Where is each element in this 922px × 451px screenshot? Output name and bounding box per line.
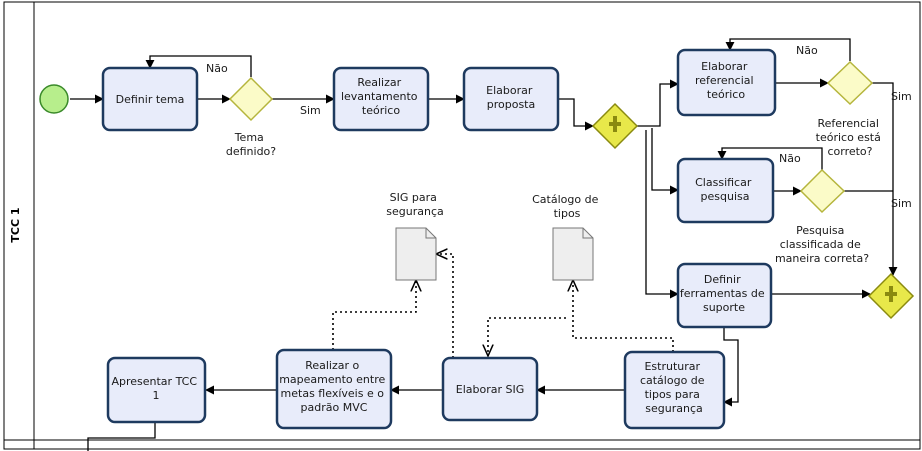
label-line: Pesquisa — [796, 224, 844, 237]
document-sig-seguranca-label: SIG para segurança — [386, 191, 443, 218]
label-line: maneira correta? — [775, 252, 869, 265]
label-line: Realizar o — [305, 359, 359, 372]
label-line: suporte — [703, 301, 745, 314]
document-sig-seguranca[interactable] — [395, 227, 437, 281]
label-line: correto? — [827, 145, 872, 158]
task-classificar-pesquisa[interactable]: Classificar pesquisa — [676, 157, 775, 224]
label-line: Apresentar TCC — [111, 375, 197, 388]
parallel-gateway-join[interactable] — [867, 272, 915, 320]
label-line: referencial — [695, 74, 754, 87]
gateway-pesquisa-classificada[interactable] — [799, 168, 846, 214]
task-realizar-levantamento[interactable]: Realizar levantamento teórico — [332, 66, 430, 132]
task-estruturar-catalogo[interactable]: Estruturar catálogo de tipos para segura… — [623, 350, 726, 430]
task-elaborar-referencial[interactable]: Elaborar referencial teórico — [676, 48, 777, 117]
task-realizar-mapeamento[interactable]: Realizar o mapeamento entre metas flexív… — [275, 348, 393, 430]
pool: TCC 1 — [3, 1, 921, 450]
flow-label-sim: Sim — [891, 90, 912, 103]
label-line: Definir tema — [116, 93, 185, 106]
flow-label-sim: Sim — [300, 104, 321, 117]
gateway-referencial-correto[interactable] — [826, 60, 874, 106]
label-line: padrão MVC — [301, 401, 368, 414]
label-line: levantamento — [341, 90, 418, 103]
plus-icon — [609, 116, 621, 132]
pool-label: TCC 1 — [9, 207, 22, 242]
gateway-tema-definido-label: Tema definido? — [226, 131, 276, 158]
label-line: Tema — [234, 131, 264, 144]
document-catalogo-tipos-label: Catálogo de tipos — [532, 193, 602, 220]
label-line: 1 — [153, 389, 160, 402]
label-line: segurança — [645, 402, 702, 415]
task-elaborar-proposta[interactable]: Elaborar proposta — [462, 66, 560, 132]
task-elaborar-sig[interactable]: Elaborar SIG — [441, 356, 539, 422]
start-event — [39, 84, 69, 114]
label-line: pesquisa — [701, 190, 750, 203]
task-definir-ferramentas-label: Definir ferramentas de suporte — [680, 273, 768, 314]
gateway-pesquisa-classificada-label: Pesquisa classificada de maneira correta… — [775, 224, 869, 265]
label-line: Classificar — [695, 176, 752, 189]
flow-label-nao: Não — [206, 62, 228, 75]
parallel-gateway-split[interactable] — [591, 102, 639, 150]
label-line: Elaborar — [486, 84, 533, 97]
task-apresentar-tcc-label: Apresentar TCC 1 — [111, 375, 200, 402]
label-line: Referencial — [818, 117, 879, 130]
document-catalogo-tipos[interactable] — [552, 227, 594, 281]
task-apresentar-tcc[interactable]: Apresentar TCC 1 — [106, 356, 207, 424]
label-line: mapeamento entre — [279, 373, 385, 386]
plus-icon — [885, 286, 897, 302]
label-line: definido? — [226, 145, 276, 158]
task-definir-tema-label: Definir tema — [116, 93, 185, 106]
label-line: teórico — [707, 88, 745, 101]
flow-label-nao: Não — [796, 44, 818, 57]
label-line: metas flexíveis e o — [281, 387, 385, 400]
task-elaborar-referencial-label: Elaborar referencial teórico — [695, 60, 757, 101]
task-elaborar-sig-label: Elaborar SIG — [456, 383, 525, 396]
associations — [332, 254, 674, 358]
gateway-tema-definido[interactable] — [228, 76, 274, 122]
label-line: tipos — [554, 207, 581, 220]
task-estruturar-catalogo-label: Estruturar catálogo de tipos para segura… — [640, 360, 708, 415]
label-line: proposta — [487, 98, 536, 111]
gateway-referencial-correto-label: Referencial teórico está correto? — [816, 117, 885, 158]
label-line: Estruturar — [644, 360, 700, 373]
label-line: Realizar — [357, 76, 401, 89]
task-definir-ferramentas[interactable]: Definir ferramentas de suporte — [676, 262, 773, 329]
label-line: SIG para — [390, 191, 437, 204]
label-line: Definir — [704, 273, 741, 286]
label-line: ferramentas de — [680, 287, 765, 300]
label-line: Elaborar SIG — [456, 383, 525, 396]
label-line: teórico está — [816, 131, 881, 144]
label-line: teórico — [362, 104, 400, 117]
task-elaborar-proposta-label: Elaborar proposta — [486, 84, 536, 111]
task-classificar-pesquisa-label: Classificar pesquisa — [695, 176, 755, 203]
task-realizar-mapeamento-label: Realizar o mapeamento entre metas flexív… — [279, 359, 389, 414]
label-line: Elaborar — [701, 60, 748, 73]
flow-label-nao: Não — [779, 152, 801, 165]
label-line: Catálogo de — [532, 193, 598, 206]
label-line: catálogo de — [640, 374, 705, 387]
task-definir-tema[interactable]: Definir tema — [101, 66, 199, 132]
task-realizar-levantamento-label: Realizar levantamento teórico — [341, 76, 421, 117]
flow-label-sim: Sim — [891, 197, 912, 210]
label-line: tipos para — [645, 388, 700, 401]
sequence-flows — [70, 38, 898, 451]
label-line: segurança — [386, 205, 443, 218]
label-line: classificada de — [780, 238, 861, 251]
